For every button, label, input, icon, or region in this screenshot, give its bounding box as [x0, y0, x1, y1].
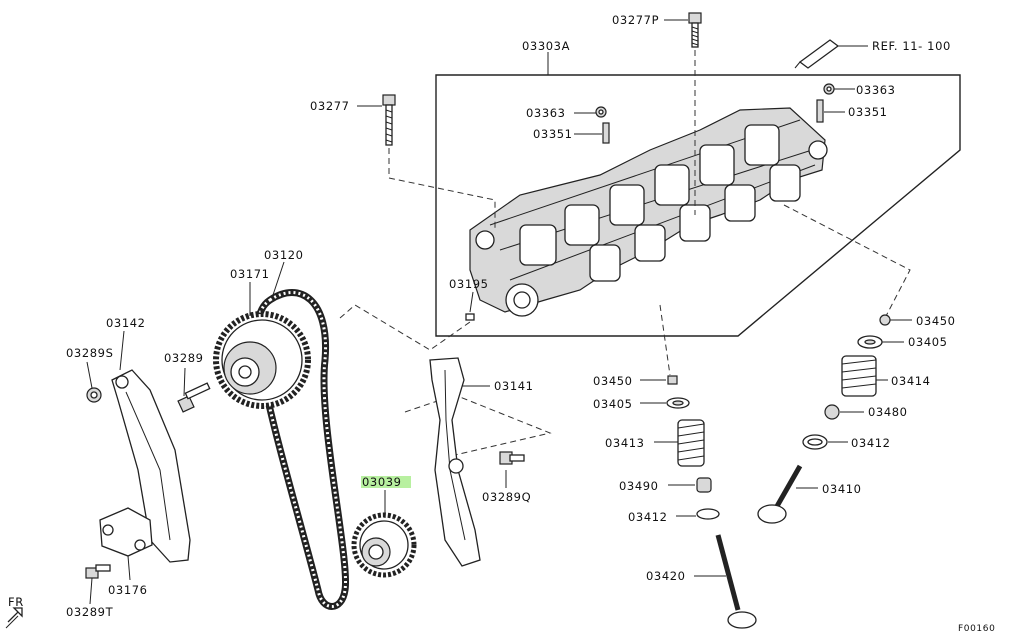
callout-03039[interactable]: 03039	[362, 475, 402, 489]
stud-03351-right	[816, 99, 824, 123]
bolt-03289	[177, 382, 211, 413]
front-arrow-icon	[5, 607, 23, 629]
callout-03450-right[interactable]: 03450	[916, 314, 956, 328]
callout-03410[interactable]: 03410	[822, 482, 862, 496]
leader-lines	[86, 19, 912, 605]
bolt-03277	[382, 94, 496, 230]
callout-03413[interactable]: 03413	[605, 436, 645, 450]
seat-03412-right	[802, 434, 828, 450]
bolt-03289Q	[499, 451, 525, 465]
callout-03277P[interactable]: 03277P	[612, 13, 659, 27]
leader-chain-guide	[339, 304, 471, 351]
callout-03142[interactable]: 03142	[106, 316, 146, 330]
callout-03195[interactable]: 03195	[449, 277, 489, 291]
valve-03420	[715, 534, 757, 629]
callout-03289T[interactable]: 03289T	[66, 605, 114, 619]
callout-03289S[interactable]: 03289S	[66, 346, 113, 360]
callout-03420[interactable]: 03420	[646, 569, 686, 583]
callout-03405-left[interactable]: 03405	[593, 397, 633, 411]
callout-03176[interactable]: 03176	[108, 583, 148, 597]
callout-03405-right[interactable]: 03405	[908, 335, 948, 349]
leader-head-right	[783, 204, 911, 319]
retainer-03405-left	[666, 397, 690, 409]
retainer-03405-right	[857, 335, 883, 349]
callout-03363-right[interactable]: 03363	[856, 83, 896, 97]
head-assembly-frame	[435, 74, 961, 337]
callout-03141[interactable]: 03141	[494, 379, 534, 393]
callout-03351-right[interactable]: 03351	[848, 105, 888, 119]
chain-tensioner-lever	[111, 369, 191, 563]
callout-03490[interactable]: 03490	[619, 479, 659, 493]
callout-03120[interactable]: 03120	[264, 248, 304, 262]
callout-03450-left[interactable]: 03450	[593, 374, 633, 388]
ref-label[interactable]: REF. 11- 100	[872, 39, 951, 53]
callout-03414[interactable]: 03414	[891, 374, 931, 388]
chain-tensioner	[99, 507, 153, 557]
callout-03303A[interactable]: 03303A	[522, 39, 570, 53]
rocker-arm-assembly	[469, 107, 828, 317]
nut-03363-right	[823, 83, 835, 95]
bolt-03289T	[85, 564, 111, 579]
spring-03413	[677, 419, 705, 467]
pin-03195	[465, 313, 475, 321]
seat-03412-left	[696, 508, 720, 520]
seal-03490	[696, 477, 712, 493]
stud-03351-left	[602, 122, 610, 144]
highlight-03039	[361, 476, 411, 488]
nut-03450-left	[667, 375, 678, 385]
spring-03414	[841, 355, 877, 397]
leader-guide-bolt	[404, 394, 552, 456]
sealant-tube	[794, 39, 868, 69]
front-label: FR	[8, 595, 24, 609]
callout-03289Q[interactable]: 03289Q	[482, 490, 531, 504]
callout-03289[interactable]: 03289	[164, 351, 204, 365]
crankshaft-sprocket	[351, 512, 417, 578]
callout-03412-left[interactable]: 03412	[628, 510, 668, 524]
camshaft-sprocket	[213, 311, 311, 409]
callout-03351-left[interactable]: 03351	[533, 127, 573, 141]
chain-guide	[429, 357, 481, 567]
figure-code: F00160	[958, 624, 995, 634]
callout-03412-right[interactable]: 03412	[851, 436, 891, 450]
bolt-03277P	[688, 12, 702, 215]
callout-03363-left[interactable]: 03363	[526, 106, 566, 120]
callout-03171[interactable]: 03171	[230, 267, 270, 281]
leader-head-left	[659, 304, 671, 376]
seal-03480	[824, 404, 840, 420]
bolt-03289S	[86, 387, 102, 403]
nut-03363-left	[595, 106, 607, 118]
valve-03410	[757, 464, 803, 524]
callout-03480[interactable]: 03480	[868, 405, 908, 419]
nut-03450-right	[879, 314, 891, 326]
callout-03277[interactable]: 03277	[310, 99, 350, 113]
